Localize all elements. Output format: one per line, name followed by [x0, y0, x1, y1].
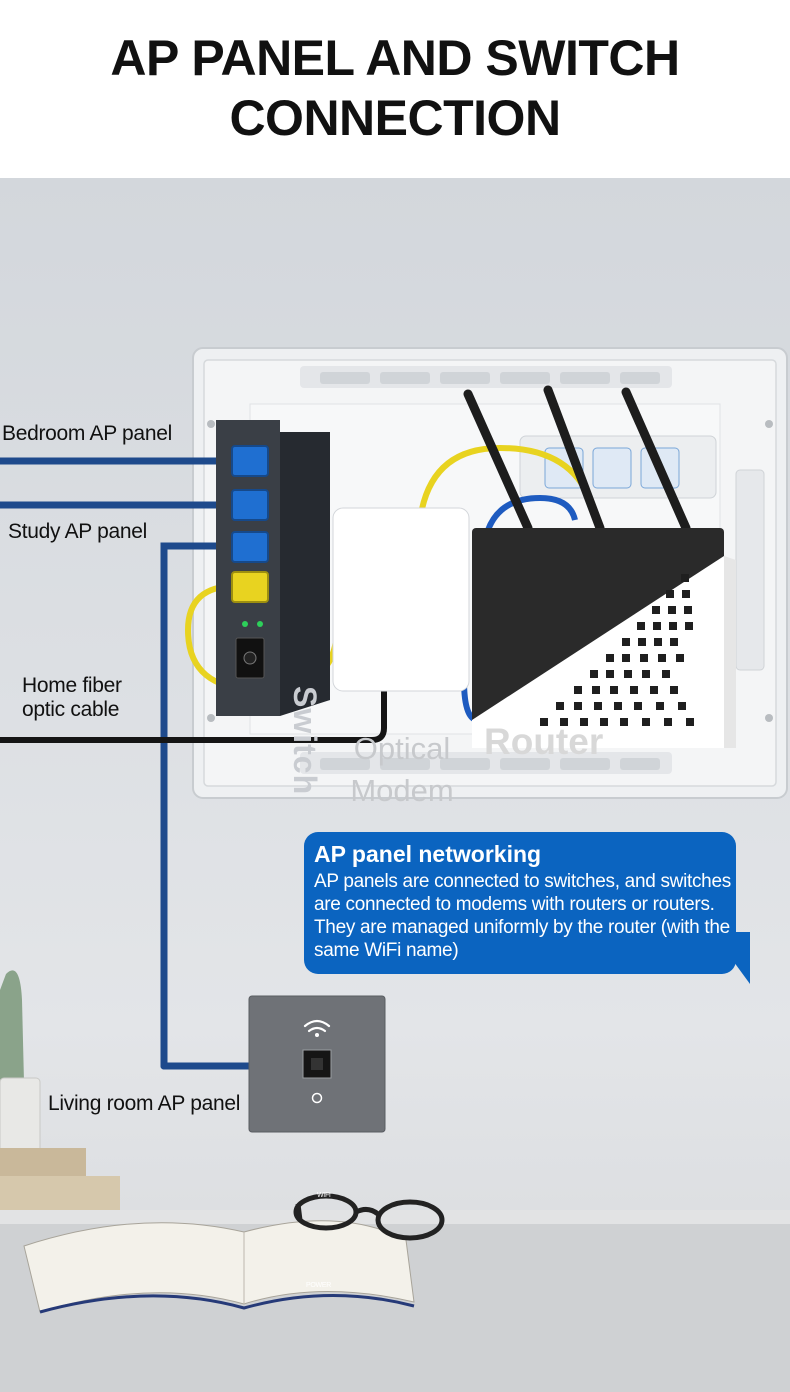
optical-modem-label: Optical Modem: [334, 728, 470, 812]
ap-power-label: POWER: [306, 1282, 331, 1290]
fiber-label-line-1: Home fiber: [22, 674, 122, 698]
switch-label: Switch: [286, 686, 323, 795]
bedroom-ap-label: Bedroom AP panel: [2, 422, 172, 446]
title-line-1: AP PANEL AND SWITCH: [0, 28, 790, 88]
bubble-title: AP panel networking: [314, 840, 541, 868]
modem-label-line-1: Optical: [334, 728, 470, 770]
router-label: Router: [484, 721, 603, 763]
diagram-scene: Switch Optical Modem Router WIFI POWER B…: [0, 178, 790, 1392]
ap-wifi-label: WIFI: [317, 1192, 331, 1200]
title-line-2: CONNECTION: [0, 88, 790, 148]
modem-label-line-2: Modem: [334, 770, 470, 812]
switch-device: [216, 420, 330, 716]
info-bubble: AP panel networking AP panels are connec…: [304, 832, 736, 974]
fiber-label-line-2: optic cable: [22, 698, 119, 722]
optical-modem: [333, 508, 469, 691]
study-ap-label: Study AP panel: [8, 520, 147, 544]
header: AP PANEL AND SWITCH CONNECTION: [0, 0, 790, 178]
living-room-ap-panel: [249, 996, 385, 1132]
bubble-body: AP panels are connected to switches, and…: [314, 870, 734, 962]
potted-cactus: [0, 970, 40, 1154]
living-room-ap-label: Living room AP panel: [48, 1092, 240, 1116]
page-title: AP PANEL AND SWITCH CONNECTION: [0, 28, 790, 148]
